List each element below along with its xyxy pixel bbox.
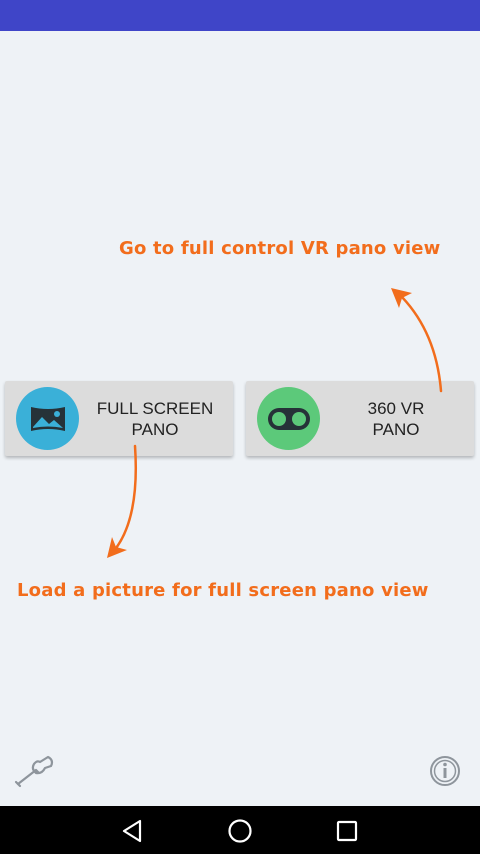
full-screen-pano-button[interactable]: FULL SCREEN PANO <box>5 381 233 456</box>
recent-square-icon[interactable] <box>332 816 362 846</box>
home-circle-icon[interactable] <box>225 816 255 846</box>
vr-pano-label: 360 VR PANO <box>324 381 468 456</box>
full-screen-pano-label: FULL SCREEN PANO <box>83 381 227 456</box>
vr-label-line2: PANO <box>372 419 420 439</box>
status-bar <box>0 0 480 31</box>
full-screen-label-line1: FULL SCREEN <box>96 398 214 418</box>
full-screen-hint-text: Load a picture for full screen pano view <box>17 580 429 601</box>
vr-hint-text: Go to full control VR pano view <box>119 238 441 259</box>
wrench-icon[interactable] <box>14 754 56 788</box>
info-icon[interactable] <box>429 755 461 787</box>
vr-label-line1: 360 VR <box>367 398 425 418</box>
vr-pano-button[interactable]: 360 VR PANO <box>246 381 474 456</box>
navigation-bar <box>0 806 480 854</box>
back-triangle-icon[interactable] <box>118 816 148 846</box>
vr-goggles-icon <box>257 387 320 450</box>
full-screen-label-line2: PANO <box>131 419 179 439</box>
landscape-image-icon <box>16 387 79 450</box>
